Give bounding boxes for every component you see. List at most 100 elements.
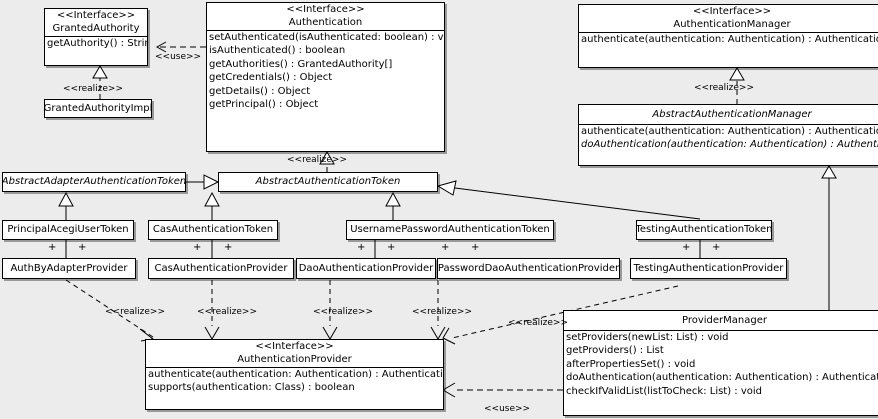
divider (146, 367, 443, 368)
class-header: TestingAuthenticationProvider (631, 259, 786, 278)
association-visibility-marker: + (357, 242, 366, 253)
association-visibility-marker: + (48, 242, 57, 253)
class-testing-authentication-token[interactable]: TestingAuthenticationToken (636, 220, 772, 240)
class-header: UsernamePasswordAuthenticationToken (347, 221, 553, 239)
association-visibility-marker: + (387, 242, 396, 253)
class-header: PrincipalAcegiUserToken (3, 221, 133, 239)
class-name: ProviderManager (681, 315, 767, 326)
class-authentication-manager[interactable]: <<Interface>> AuthenticationManager auth… (578, 4, 878, 68)
class-name: UsernamePasswordAuthenticationToken (350, 224, 550, 235)
class-username-password-authentication-token[interactable]: UsernamePasswordAuthenticationToken (346, 220, 554, 240)
class-name: TestingAuthenticationToken (636, 224, 772, 235)
stereotype-label: <<Interface>> (56, 10, 136, 21)
class-header: GrantedAuthorityImpl (45, 100, 151, 117)
association-visibility-marker: + (78, 242, 87, 253)
association-visibility-marker: + (224, 242, 233, 253)
relationship-label-use-provider-manager: <<use>> (484, 404, 531, 414)
operation: setProviders(newList: List) : void (566, 332, 729, 343)
relationship-label-realize-abstract-auth-manager: <<realize>> (694, 83, 754, 93)
class-header: <<Interface>> GrantedAuthority (45, 9, 147, 36)
operations-compartment: setAuthenticated(isAuthenticated: boolea… (207, 31, 444, 111)
class-header: AbstractAuthenticationManager (579, 105, 878, 124)
operation: isAuthenticated() : boolean (209, 45, 346, 57)
relationship-label-realize-auth-by-adapter: <<realize>> (105, 307, 165, 317)
operation: getProviders() : List (566, 345, 664, 357)
operation: supports(authentication: Class) : boolea… (148, 382, 355, 394)
class-authentication[interactable]: <<Interface>> Authentication setAuthenti… (206, 2, 445, 152)
association-visibility-marker: + (712, 242, 721, 253)
stereotype-label: <<Interface>> (286, 4, 365, 15)
class-name: AuthenticationManager (673, 19, 791, 30)
operation: getDetails() : Object (209, 85, 311, 97)
operations-compartment: authenticate(authentication: Authenticat… (579, 125, 878, 152)
class-header: ProviderManager (564, 311, 878, 330)
class-cas-authentication-provider[interactable]: CasAuthenticationProvider (148, 258, 294, 279)
relationship-label-use-granted-authority: <<use>> (155, 52, 202, 62)
class-abstract-authentication-token[interactable]: AbstractAuthenticationToken (218, 172, 438, 192)
operation: authenticate(authentication: Authenticat… (581, 34, 878, 45)
operation: authenticate(authentication: Authenticat… (581, 126, 878, 137)
operation: authenticate(authentication: Authenticat… (148, 369, 444, 380)
operations-compartment: authenticate(authentication: Authenticat… (146, 368, 443, 395)
operation: doAuthentication(authentication: Authent… (581, 139, 878, 151)
class-header: <<Interface>> AuthenticationProvider (146, 340, 443, 367)
class-cas-authentication-token[interactable]: CasAuthenticationToken (148, 220, 278, 240)
class-name: PasswordDaoAuthenticationProvider (437, 262, 620, 274)
class-authentication-provider[interactable]: <<Interface>> AuthenticationProvider aut… (145, 339, 444, 410)
operation: doAuthentication(authentication: Authent… (566, 372, 878, 384)
class-header: PasswordDaoAuthenticationProvider (438, 259, 619, 278)
operation: checkIfValidList(listToCheck: List) : vo… (566, 385, 763, 397)
operations-compartment: authenticate(authentication: Authenticat… (579, 33, 878, 46)
class-name: Authentication (288, 17, 363, 28)
relationship-label-realize-granted-authority-impl: <<realize>> (63, 84, 123, 94)
class-abstract-authentication-manager[interactable]: AbstractAuthenticationManager authentica… (578, 104, 878, 166)
class-auth-by-adapter-provider[interactable]: AuthByAdapterProvider (2, 258, 136, 279)
class-name: CasAuthenticationProvider (154, 262, 288, 274)
class-name: AbstractAuthenticationToken (255, 176, 401, 187)
class-testing-authentication-provider[interactable]: TestingAuthenticationProvider (630, 258, 787, 279)
relationship-label-realize-dao-provider: <<realize>> (313, 307, 373, 317)
operations-compartment: setProviders(newList: List) : void getPr… (564, 331, 878, 398)
divider (564, 330, 878, 331)
class-abstract-adapter-authentication-token[interactable]: AbstractAdapterAuthenticationToken (2, 172, 186, 192)
class-name: AuthenticationProvider (237, 354, 352, 365)
operation: afterPropertiesSet() : void (566, 358, 696, 370)
class-name: AbstractAuthenticationManager (652, 109, 812, 120)
class-header: AuthByAdapterProvider (3, 259, 135, 278)
stereotype-label: <<Interface>> (692, 6, 772, 17)
operation: getCredentials() : Object (209, 72, 333, 84)
class-header: <<Interface>> Authentication (207, 3, 444, 30)
operation: setAuthenticated(isAuthenticated: boolea… (209, 32, 445, 43)
divider (579, 32, 878, 33)
class-name: PrincipalAcegiUserToken (7, 224, 129, 235)
operation: getPrincipal() : Object (209, 99, 319, 111)
association-visibility-marker: + (441, 242, 450, 253)
class-name: AbstractAdapterAuthenticationToken (2, 176, 186, 187)
class-password-dao-authentication-provider[interactable]: PasswordDaoAuthenticationProvider (437, 258, 620, 279)
class-granted-authority-impl[interactable]: GrantedAuthorityImpl (44, 99, 152, 118)
class-name: GrantedAuthorityImpl (44, 102, 152, 114)
class-name: CasAuthenticationToken (152, 224, 274, 235)
class-name: DaoAuthenticationProvider (298, 262, 434, 274)
class-name: AuthByAdapterProvider (10, 262, 128, 274)
class-header: AbstractAuthenticationToken (219, 173, 437, 191)
relationship-label-realize-cas-provider: <<realize>> (197, 307, 257, 317)
relationship-label-realize-abstract-token: <<realize>> (287, 155, 347, 165)
class-header: CasAuthenticationProvider (149, 259, 293, 278)
class-header: CasAuthenticationToken (149, 221, 277, 239)
class-provider-manager[interactable]: ProviderManager setProviders(newList: Li… (563, 310, 878, 416)
class-header: TestingAuthenticationToken (637, 221, 771, 239)
operation: getAuthority() : String (47, 38, 148, 49)
class-header: <<Interface>> AuthenticationManager (579, 5, 878, 32)
class-granted-authority[interactable]: <<Interface>> GrantedAuthority getAuthor… (44, 8, 148, 66)
relationship-label-realize-provider-manager: <<realize>> (508, 318, 568, 328)
stereotype-label: <<Interface>> (255, 341, 334, 352)
operation: getAuthorities() : GrantedAuthority[] (209, 58, 393, 70)
divider (579, 124, 878, 125)
class-header: DaoAuthenticationProvider (297, 259, 435, 278)
association-visibility-marker: + (471, 242, 480, 253)
class-principal-acegi-user-token[interactable]: PrincipalAcegiUserToken (2, 220, 134, 240)
class-dao-authentication-provider[interactable]: DaoAuthenticationProvider (296, 258, 436, 279)
divider (207, 30, 444, 31)
